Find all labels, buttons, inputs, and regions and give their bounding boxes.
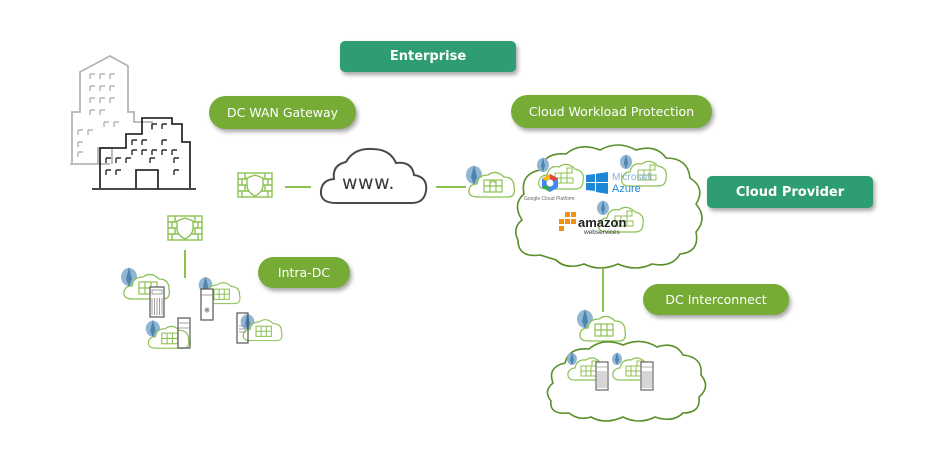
intra-dc-label-text: Intra-DC [277,265,331,280]
connector-line-provider-interconnect [602,268,604,312]
workload-container-icon [620,154,667,187]
connector-line-gateway-internet [285,186,311,188]
cloud-provider-label-text: Cloud Provider [735,184,845,200]
server-tower-icon [236,312,249,344]
cloud-workload-protection-label-text: Cloud Workload Protection [528,104,695,119]
azure-logo-text: Azure [612,183,641,195]
enterprise-buildings-icon [70,54,196,190]
webservices-logo-text: webservices [584,229,620,236]
firewall-icon [167,215,203,241]
connector-line-intra-dc [184,250,186,278]
internet-cloud-icon [319,147,428,204]
protected-workload-icon [577,309,627,342]
google-cloud-logo-icon [542,174,558,192]
enterprise-label: Enterprise [340,41,516,72]
internet-cloud-text: www. [342,172,395,194]
firewall-icon [237,172,273,198]
dc-wan-gateway-label: DC WAN Gateway [209,96,356,129]
microsoft-windows-logo-icon [586,172,608,194]
server-tower-icon [595,361,609,391]
protected-workload-icon [145,319,190,349]
connector-line-internet-cloud [436,186,466,188]
server-tower-icon [200,288,214,321]
dc-wan-gateway-label-text: DC WAN Gateway [226,105,339,120]
protected-workload-icon [466,165,516,198]
server-tower-icon [640,361,654,391]
amazon-logo-text: amazon [578,215,627,230]
enterprise-label-text: Enterprise [389,49,467,64]
workload-container-icon [597,200,644,233]
microsoft-logo-text: Microsoft [612,172,653,183]
server-tower-icon [177,317,191,349]
google-cloud-logo-text: Google Cloud Platform [524,196,575,202]
server-tower-icon [149,286,165,318]
aws-boxes-logo-icon [559,212,576,231]
intra-dc-label: Intra-DC [258,257,350,288]
cloud-workload-protection-label: Cloud Workload Protection [511,95,712,128]
dc-interconnect-label-text: DC Interconnect [665,292,767,307]
cloud-provider-label: Cloud Provider [707,176,873,208]
dc-interconnect-label: DC Interconnect [643,284,789,315]
